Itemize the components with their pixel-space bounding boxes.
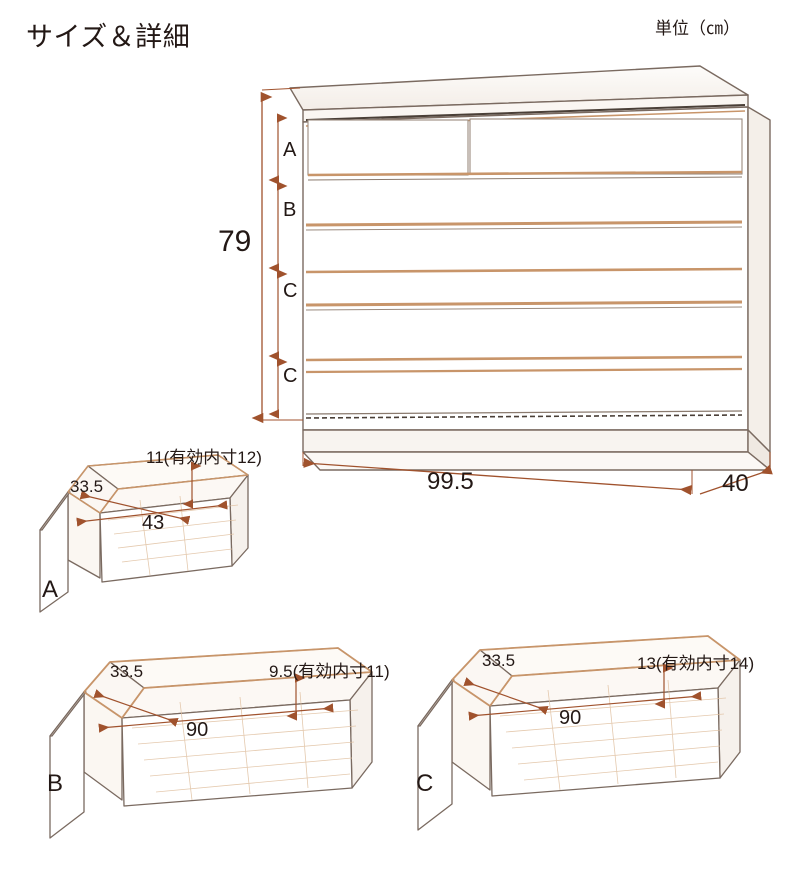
chest-body xyxy=(289,65,771,471)
chest-row-label-c2: C xyxy=(283,365,298,387)
chest-row-label-b: B xyxy=(283,199,297,221)
drawer-a-dimensions xyxy=(76,461,228,527)
drawer-a-depth-value: 33.5 xyxy=(70,477,104,496)
drawer-c-label: C xyxy=(416,770,434,797)
drawer-b-height-note: 9.5(有効内寸11) xyxy=(269,662,390,681)
drawer-b-dimensions xyxy=(93,673,334,733)
chest-depth-value: 40 xyxy=(722,470,749,497)
chest-row-label-a: A xyxy=(283,139,297,161)
drawer-c-height-note: 13(有効内寸14) xyxy=(637,654,755,673)
drawer-c-width-value: 90 xyxy=(559,707,582,729)
chest-height-dimension xyxy=(251,87,303,424)
chest-depth-dimension xyxy=(699,452,773,495)
drawer-a-height-note: 11(有効内寸12) xyxy=(146,448,262,467)
chest-row-label-c1: C xyxy=(283,280,298,302)
drawer-a-label: A xyxy=(42,576,59,603)
drawer-b-label: B xyxy=(47,770,64,797)
page-title: サイズ＆詳細 xyxy=(26,22,191,52)
chest-width-dimension xyxy=(302,452,693,496)
drawer-b-width-value: 90 xyxy=(186,719,209,741)
drawer-a-width-value: 43 xyxy=(142,512,165,534)
drawer-c-depth-value: 33.5 xyxy=(482,651,516,670)
chest-width-value: 99.5 xyxy=(427,468,474,495)
chest-height-value: 79 xyxy=(218,225,252,258)
chest-drawer-fronts xyxy=(305,104,746,419)
drawer-b-depth-value: 33.5 xyxy=(110,662,144,681)
unit-note: 単位（㎝） xyxy=(655,19,740,38)
drawer-c-dimensions xyxy=(463,663,702,721)
